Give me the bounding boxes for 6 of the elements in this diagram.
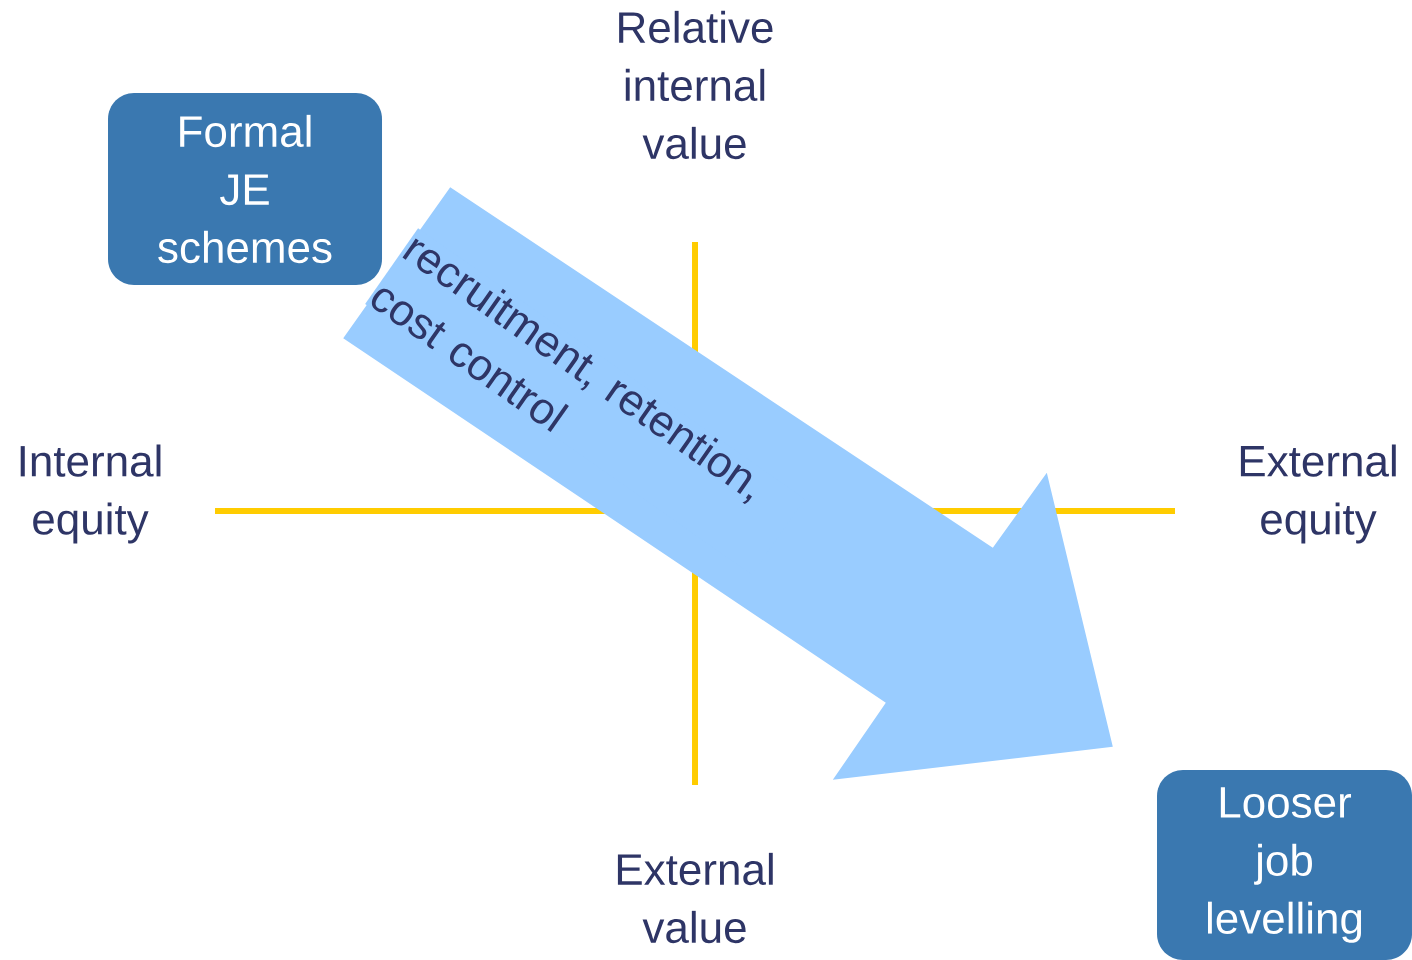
axis-label: External equity [1240, 444, 1396, 544]
axis-label: External value [617, 852, 773, 944]
text-box: Formal JE schemes [108, 93, 382, 285]
axis-label: Internal equity [20, 444, 161, 544]
text-box: Looser job levelling [1157, 770, 1412, 960]
axis-label: Relative internal value [619, 10, 773, 160]
